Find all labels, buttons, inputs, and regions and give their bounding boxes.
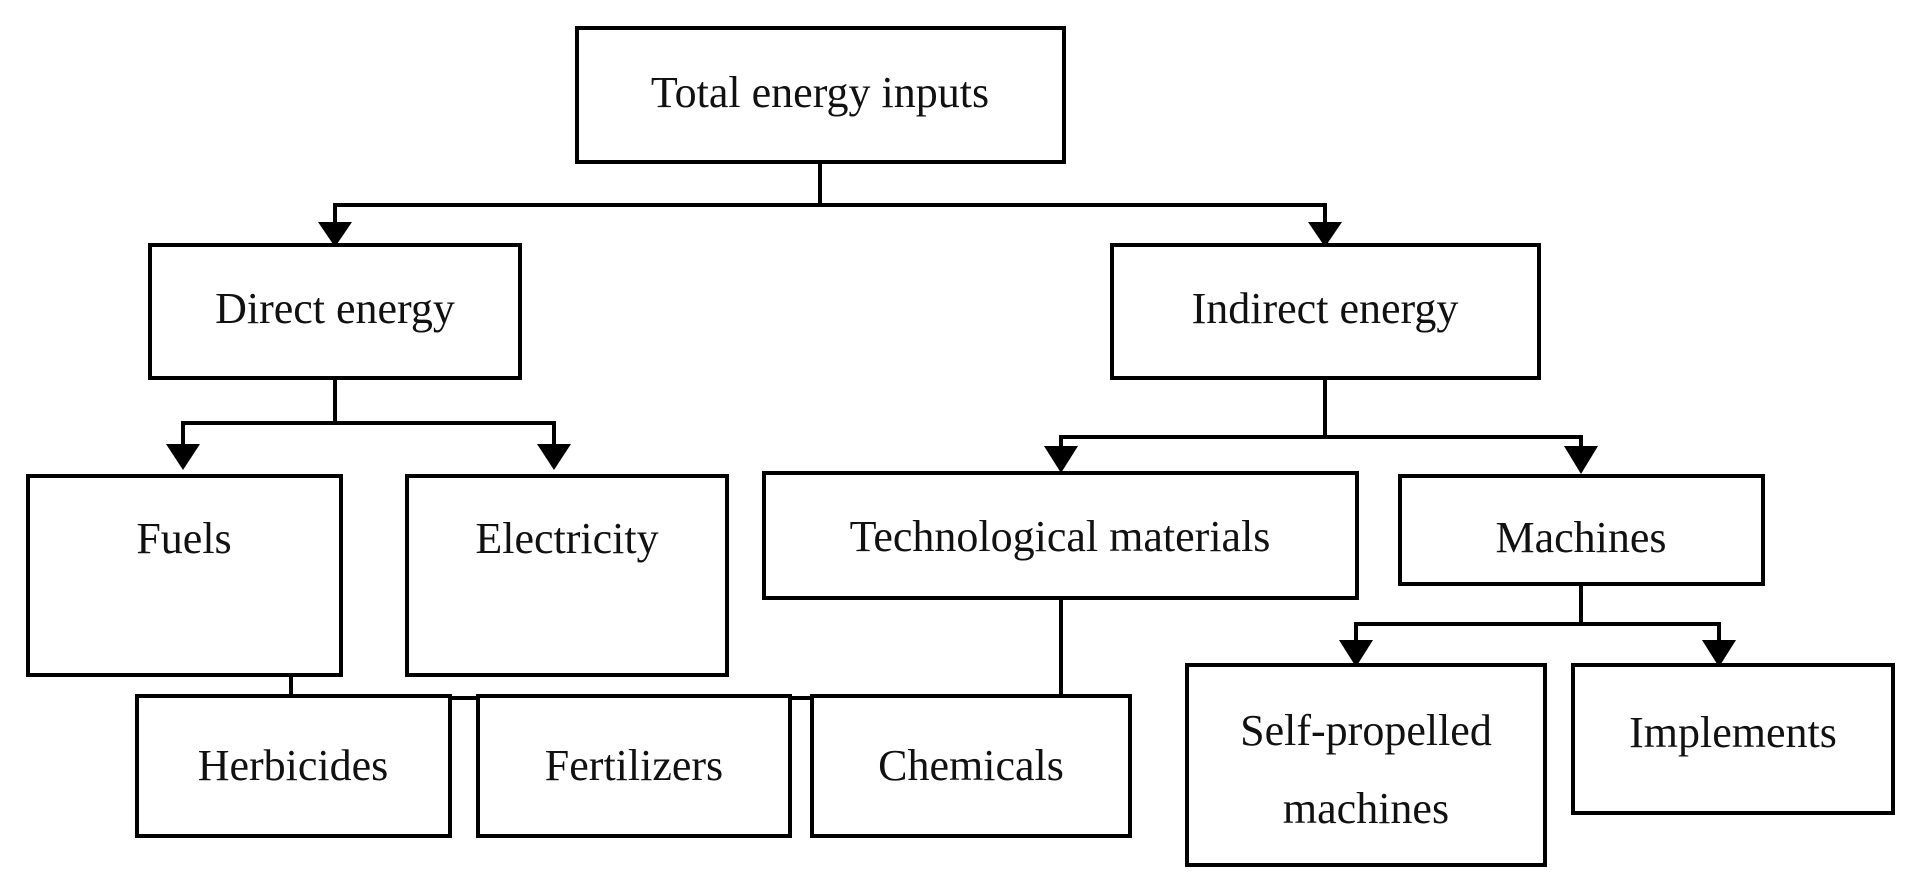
node-electricity[interactable]: Electricity [405, 474, 729, 677]
node-herbicides[interactable]: Herbicides [135, 694, 452, 838]
node-herbicides-label: Herbicides [198, 741, 389, 790]
edge-machines-to-implements [1581, 622, 1721, 645]
node-self-propelled-machines-label-line1: Self-propelled [1240, 706, 1492, 755]
node-machines-label: Machines [1495, 513, 1666, 562]
node-machines[interactable]: Machines [1398, 474, 1765, 586]
node-fuels[interactable]: Fuels [26, 474, 343, 677]
node-fertilizers-box[interactable] [476, 694, 792, 838]
edge-group-machines-to-level3 [1339, 584, 1736, 667]
node-indirect-energy[interactable]: Indirect energy [1110, 243, 1541, 380]
node-machines-box[interactable] [1398, 474, 1765, 586]
arrowhead-machines [1564, 446, 1598, 474]
edge-direct-to-electricity [335, 421, 556, 450]
edge-group-total-to-level1 [318, 162, 1342, 247]
arrowhead-electricity [537, 444, 571, 470]
arrowhead-direct-energy [318, 222, 352, 247]
node-fertilizers-label: Fertilizers [545, 741, 723, 790]
node-direct-energy-box[interactable] [148, 243, 522, 380]
node-chemicals-box[interactable] [810, 694, 1132, 838]
node-total-energy-inputs-box[interactable] [575, 26, 1066, 164]
node-direct-energy[interactable]: Direct energy [148, 243, 522, 380]
edge-indirect-to-machines [1325, 435, 1583, 452]
arrowhead-self-propelled-machines [1339, 640, 1373, 667]
node-implements-label: Implements [1629, 708, 1837, 757]
node-technological-materials-label: Technological materials [850, 512, 1271, 561]
node-implements-box[interactable] [1571, 663, 1895, 815]
node-direct-energy-label: Direct energy [215, 284, 455, 333]
node-self-propelled-machines-label-line2: machines [1283, 784, 1449, 833]
node-implements[interactable]: Implements [1571, 663, 1895, 815]
node-fuels-label: Fuels [136, 514, 231, 563]
node-electricity-box[interactable] [405, 474, 729, 677]
node-electricity-label: Electricity [475, 514, 658, 563]
arrowhead-technological-materials [1044, 446, 1078, 473]
edge-machines-to-self-propelled [1354, 584, 1583, 645]
node-indirect-energy-label: Indirect energy [1192, 284, 1459, 333]
arrowhead-implements [1702, 640, 1736, 667]
node-technological-materials-box[interactable] [762, 471, 1359, 600]
node-chemicals[interactable]: Chemicals [810, 694, 1132, 838]
node-self-propelled-machines[interactable]: Self-propelled machines [1185, 663, 1547, 867]
node-technological-materials[interactable]: Technological materials [762, 471, 1359, 600]
node-total-energy-inputs-label: Total energy inputs [651, 68, 989, 117]
node-chemicals-label: Chemicals [878, 741, 1064, 790]
arrowhead-fuels [166, 444, 200, 470]
edge-group-indirect-to-level2 [1044, 378, 1598, 474]
arrowhead-indirect-energy [1308, 222, 1342, 247]
node-fertilizers[interactable]: Fertilizers [476, 694, 792, 838]
edge-group-direct-to-level2 [166, 378, 571, 470]
node-total-energy-inputs[interactable]: Total energy inputs [575, 26, 1066, 164]
node-self-propelled-machines-box[interactable] [1185, 663, 1547, 867]
edge-total-to-direct-energy [333, 162, 822, 228]
edge-indirect-to-technological-materials [1059, 378, 1327, 452]
edge-direct-to-fuels [181, 378, 337, 450]
edge-total-to-indirect-energy [820, 203, 1327, 228]
node-indirect-energy-box[interactable] [1110, 243, 1541, 380]
node-herbicides-box[interactable] [135, 694, 452, 838]
node-fuels-box[interactable] [26, 474, 343, 677]
